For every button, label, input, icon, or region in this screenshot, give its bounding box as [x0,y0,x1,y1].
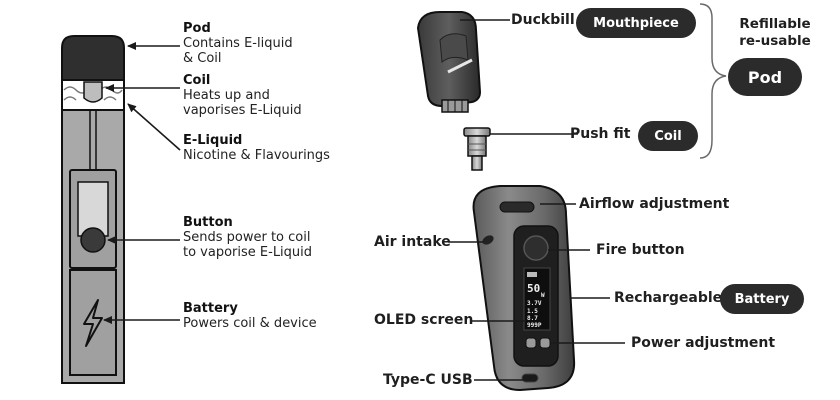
air-intake-shape [482,235,494,245]
eliquid-label: E-Liquid Nicotine & Flavourings [183,133,330,164]
right-pod-cartridge [416,11,482,113]
coil-pill: Coil [638,121,698,151]
type-c-usb-label: Type-C USB [383,372,473,388]
button-label-desc-1: Sends power to coil [183,229,311,245]
screen-readout-line3: 1.5 [527,308,538,315]
pod-label: Pod Contains E-liquid & Coil [183,21,293,67]
air-intake-label: Air intake [374,234,451,250]
coil-label: Coil Heats up and vaporises E-Liquid [183,73,302,119]
pod-mouthpiece-shape [61,35,125,81]
screen-readout-value: 50 [527,282,540,295]
screen-readout-line4: 8.7 [527,315,538,322]
button-label-title: Button [183,215,233,230]
coil-label-title: Coil [183,73,211,88]
right-device-body: 50 W 3.7V 1.5 8.7 999P [472,185,576,392]
power-adjustment-label: Power adjustment [631,335,776,351]
screen-readout-line2: 3.7V [527,300,542,307]
coil-element-shape [83,81,103,103]
screen-readout-line5: 999P [527,322,542,329]
battery-label: Battery Powers coil & device [183,301,317,332]
refillable-line-2: re-usable [739,32,811,49]
airflow-slot-shape [499,201,535,213]
pod-group-brace [699,3,727,159]
button-label-desc-2: to vaporise E-Liquid [183,244,313,260]
power-down-button-shape [539,337,551,349]
mouthpiece-pill: Mouthpiece [576,8,696,38]
lightning-icon [83,299,103,347]
fire-button-label: Fire button [596,242,685,258]
pod-label-desc-2: & Coil [183,50,222,66]
duckbill-label: Duckbill [511,12,575,28]
coil-label-desc-2: vaporises E-Liquid [183,102,302,118]
oled-screen-label: OLED screen [374,312,474,328]
rechargeable-label: Rechargeable [614,290,723,306]
right-leader-lines [448,19,625,381]
battery-compartment-shape [69,269,117,376]
pod-label-title: Pod [183,21,211,36]
eliquid-label-title: E-Liquid [183,133,243,148]
button-shape [80,227,106,253]
eliquid-label-desc-1: Nicotine & Flavourings [183,147,330,163]
right-coil-part [463,127,491,171]
coil-label-desc-1: Heats up and [183,87,270,103]
pod-pill: Pod [728,58,802,96]
usb-port-shape [521,373,539,383]
left-vape-device [61,35,125,384]
battery-pill: Battery [720,284,804,314]
left-callout-arrows [103,42,181,324]
refillable-label: Refillable re-usable [720,16,830,50]
airflow-label: Airflow adjustment [579,196,730,212]
oled-screen-shape [523,267,551,331]
battery-label-desc-1: Powers coil & device [183,315,317,331]
fire-button-shape [523,235,549,261]
push-fit-label: Push fit [570,126,631,142]
pod-label-desc-1: Contains E-liquid [183,35,293,51]
battery-label-title: Battery [183,301,238,316]
refillable-line-1: Refillable [739,16,811,32]
screen-readout-unit: W [541,292,545,299]
power-up-button-shape [525,337,537,349]
button-label: Button Sends power to coil to vaporise E… [183,215,313,261]
